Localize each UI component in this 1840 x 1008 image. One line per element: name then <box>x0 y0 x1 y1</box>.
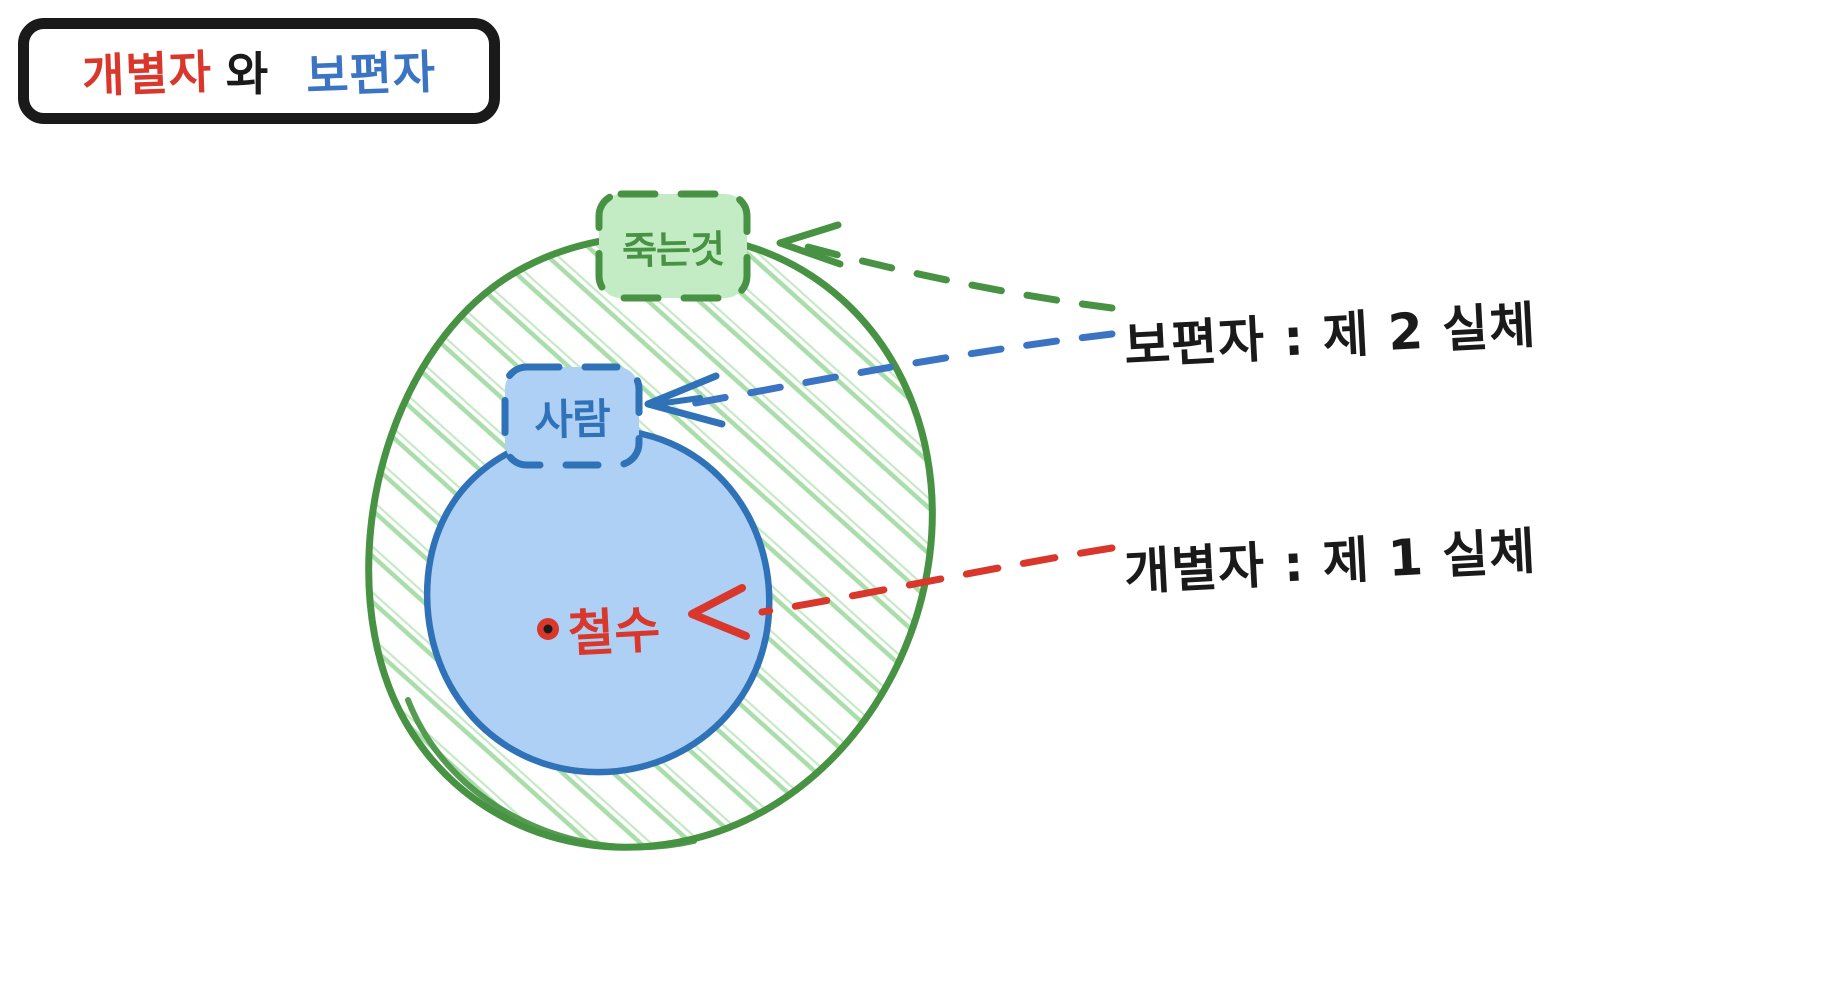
outer-set-label: 죽는것 <box>621 226 725 273</box>
title-segment-particular: 개별자 <box>81 44 213 104</box>
title-segment-conjunction: 와 <box>225 47 269 101</box>
leader-line-universal-blue <box>644 330 1116 428</box>
outer-set-label-box <box>595 190 751 302</box>
leader-line-universal-green <box>776 221 1116 312</box>
inner-set-label: 사람 <box>533 393 611 445</box>
leader-line-particular-red <box>688 544 1116 640</box>
individual-point-marker <box>537 618 559 640</box>
title-box: 개별자 와 보편자 <box>18 18 500 124</box>
title-segment-universal: 보편자 <box>305 44 438 104</box>
inner-set-shape <box>423 426 773 776</box>
individual-label: 철수 <box>566 600 662 664</box>
inner-set-label-box <box>501 363 643 469</box>
